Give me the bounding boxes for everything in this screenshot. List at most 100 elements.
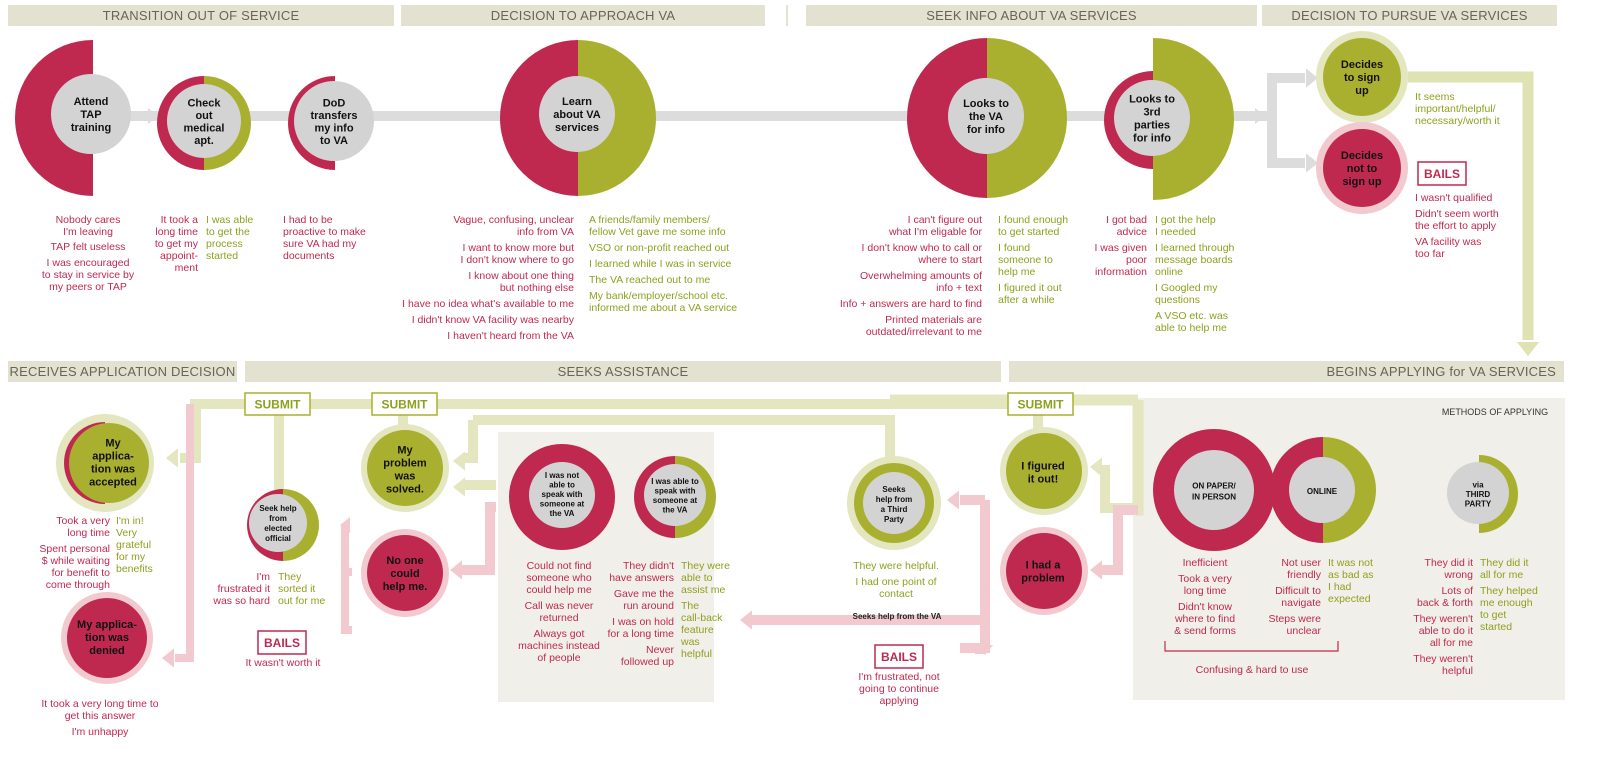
- learn-pos-comments: A friends/family members/fellow Vet gave…: [589, 214, 737, 314]
- arrowhead-sign-up: [1306, 68, 1318, 88]
- phase-decision-approach-header: DECISION TO APPROACH VA: [491, 8, 676, 23]
- solved-link: [465, 420, 478, 463]
- submit-elected: SUBMIT: [255, 398, 302, 412]
- seeks-help-va-label: Seeks help from the VA: [853, 612, 942, 621]
- arrowhead-seeks-help-va: [740, 610, 752, 630]
- tap-node: [51, 74, 131, 154]
- not-able-node: [529, 462, 595, 528]
- confusing-label: Confusing & hard to use: [1196, 664, 1309, 676]
- problem-link: [1100, 505, 1138, 575]
- phase-decision-pursue-header: DECISION TO PURSUE VA SERVICES: [1291, 8, 1527, 23]
- online-node: [1289, 457, 1355, 523]
- arrowhead-bails: [977, 645, 993, 655]
- bails-problem: BAILS: [881, 650, 917, 664]
- medical-node: [167, 84, 241, 158]
- bails-decision-box: [1417, 161, 1467, 186]
- denied-node: [67, 598, 147, 678]
- arrowhead-solved-2: [453, 477, 465, 497]
- confusing-bracket: [1164, 641, 1339, 652]
- submit-solved-box: [371, 392, 438, 416]
- flow-to-sign-up: [1262, 73, 1305, 121]
- looks-3rd-node: [1114, 80, 1190, 156]
- arrowhead-solved: [453, 451, 465, 471]
- solved-node: [367, 430, 443, 506]
- not-sign-up-node: [1323, 129, 1401, 207]
- figured-link: [1100, 465, 1138, 513]
- arrowhead-denied: [162, 648, 174, 668]
- submit-figured-box: [1007, 392, 1074, 416]
- elected-node: [249, 494, 307, 552]
- phase-seeks-assistance-header: SEEKS ASSISTANCE: [558, 364, 689, 379]
- paper-label: ON PAPER/IN PERSON: [1192, 482, 1236, 502]
- accepted-node: [69, 423, 149, 503]
- arrowhead-third: [947, 490, 959, 510]
- phase-transition-header: TRANSITION OUT OF SERVICE: [103, 8, 300, 23]
- arrowhead-to-medical: [148, 108, 158, 124]
- arrowhead-to-decision: [1255, 108, 1265, 124]
- learn-halfdisc-green: [578, 40, 656, 196]
- methods-title: METHODS OF APPLYING: [1442, 407, 1548, 417]
- problem-node: [1006, 533, 1082, 609]
- third-party-loop: [473, 415, 895, 460]
- dod-node: [294, 81, 374, 161]
- third-party-inner: [863, 472, 925, 534]
- looks-va-halfdisc-green: [987, 38, 1067, 198]
- arrowhead-apply: [1516, 342, 1540, 356]
- submit-figured: SUBMIT: [1018, 398, 1065, 412]
- looks-va-halfdisc-red: [907, 38, 987, 198]
- problem-branch: [960, 500, 990, 653]
- arrowhead-figured: [1090, 457, 1102, 477]
- apply-flow-line: [1408, 71, 1534, 340]
- arrowhead-elected: [340, 517, 350, 533]
- phase-begins-applying-header: BEGINS APPLYING for VA SERVICES: [1327, 364, 1557, 379]
- no-one-comments: It wasn't worth it: [246, 657, 321, 669]
- bails-decision: BAILS: [1424, 167, 1460, 181]
- looks-va-node: [948, 78, 1024, 154]
- denied-link: [175, 404, 194, 662]
- phase-decision-pursue-header-bar: [1262, 5, 1557, 26]
- online-label: ONLINE: [1307, 487, 1338, 496]
- phase-begins-applying-header-bar: [1009, 361, 1564, 382]
- phase-receives-header-bar: [8, 361, 237, 382]
- paper-node: [1174, 450, 1254, 530]
- submit-line-methods: [1132, 400, 1144, 516]
- learn-halfdisc-red: [500, 40, 578, 196]
